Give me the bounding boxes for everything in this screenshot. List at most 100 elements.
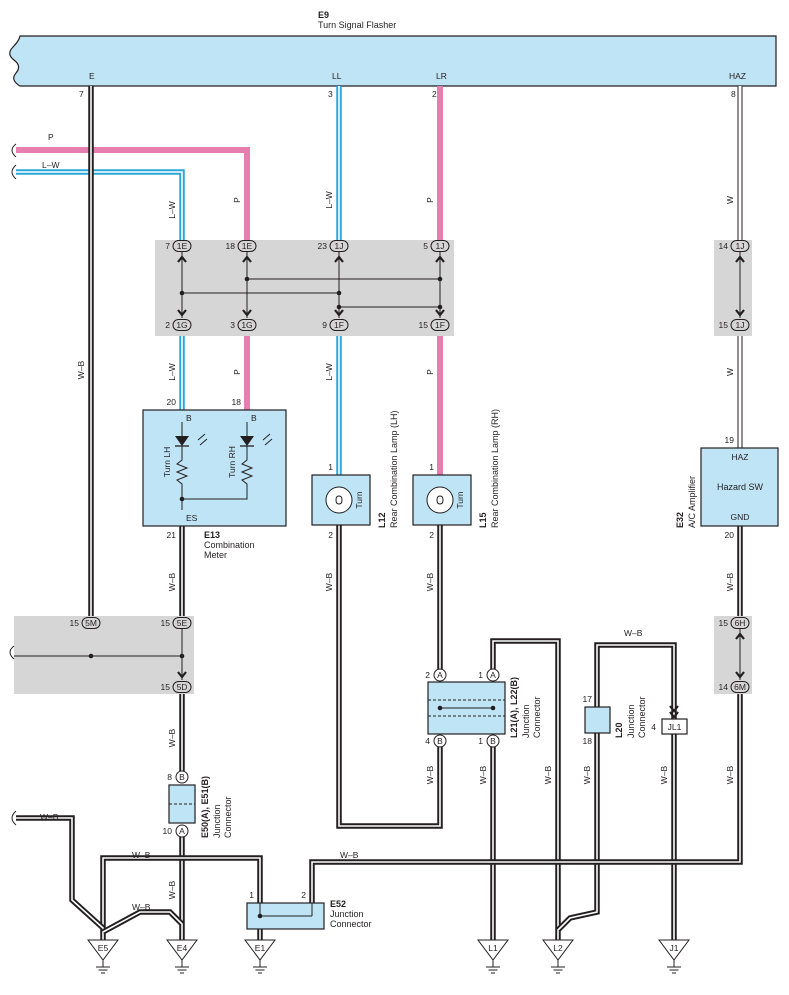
junction-block-3 — [714, 616, 752, 694]
rear-lamp-rh-id: L15 — [478, 512, 488, 528]
wire-wb-e52-to-e5 — [100, 855, 263, 940]
flasher-id: E9 — [318, 10, 329, 20]
wire-wb-lamp-lh-to-l21 — [336, 525, 443, 829]
wire-label-wb-8: W–B — [478, 765, 488, 784]
e50-pin-top: 8 — [167, 772, 172, 782]
wire-label-wb-11: W–B — [659, 765, 669, 784]
flasher-terminal-ll: LL — [332, 71, 342, 81]
wire-label-p-3: P — [232, 369, 242, 375]
wire-label-wb-18: W–B — [624, 628, 643, 638]
wire-label-wb-16: W–B — [132, 902, 151, 912]
turn-rh-led-icon — [240, 436, 254, 446]
jl1-pin: 4 — [651, 722, 656, 732]
rear-lamp-rh-label: Turn — [455, 491, 465, 508]
jb1-bottom-pin-3: 9 — [322, 320, 327, 330]
wire-label-wb-17: W–B — [340, 850, 359, 860]
wire-label-lw-4: L–W — [324, 363, 334, 380]
l21-name-2: Connector — [532, 696, 542, 738]
flasher-pin-ll: 3 — [328, 89, 333, 99]
l21-letter-bottom-2: B — [490, 736, 496, 746]
wire-lw-in — [16, 169, 185, 240]
jb3-pin-6m: 14 — [719, 682, 729, 692]
ground-e5: E5 — [98, 943, 109, 953]
wire-label-wb-15: W–B — [132, 850, 151, 860]
jb2-conn-5d: 5D — [177, 682, 188, 692]
l21-pin-bottom-2: 1 — [478, 736, 483, 746]
ac-amp-pin-top: 19 — [725, 435, 735, 445]
ac-amp-pin-bottom: 20 — [725, 530, 735, 540]
l20-id: L20 — [614, 722, 624, 738]
wire-label-wb-5: W–B — [725, 572, 735, 591]
rear-lamp-rh-pin-bottom: 2 — [429, 530, 434, 540]
rear-lamp-lh-pin-top: 1 — [328, 462, 333, 472]
wire-label-wb-7: W–B — [425, 765, 435, 784]
e50-pin-bottom: 10 — [163, 826, 173, 836]
jb1-bottom-pin-4: 15 — [419, 320, 429, 330]
ac-amp-id: E32 — [675, 512, 685, 528]
ground-l2: L2 — [553, 943, 563, 953]
e52-pin-right: 2 — [301, 890, 306, 900]
flasher-terminal-e: E — [89, 71, 95, 81]
meter-pin-right: 18 — [232, 397, 242, 407]
wire-label-wb-3: W–B — [324, 572, 334, 591]
combination-meter-body — [142, 409, 287, 527]
turn-signal-flasher-body — [9, 35, 777, 87]
e50-letter-top: B — [179, 772, 185, 782]
jbhaz-top-conn: 1J — [736, 241, 745, 251]
jb1-bottom-conn-1: 1G — [176, 320, 187, 330]
ac-amp-name: A/C Amplifier — [687, 476, 697, 528]
jbhaz-bottom-pin: 15 — [719, 320, 729, 330]
flasher-terminal-lr: LR — [436, 71, 447, 81]
jb2-conn-5m: 5M — [85, 618, 97, 628]
jb1-bottom-pin-1: 2 — [165, 320, 170, 330]
rear-lamp-lh-bulb-icon — [325, 486, 353, 514]
flasher-terminal-haz: HAZ — [729, 71, 746, 81]
l20-name-2: Connector — [637, 696, 647, 738]
l20-pin-bottom: 18 — [583, 736, 593, 746]
jbhaz-bottom-conn: 1J — [736, 320, 745, 330]
junction-connector-l20-body — [584, 706, 611, 734]
wire-wb-l21-to-l2 — [490, 638, 561, 940]
wire-wb-jl1-to-l20 — [594, 642, 677, 719]
jl1-label: JL1 — [668, 722, 682, 732]
wire-label-wb-14: W–B — [40, 812, 59, 822]
jb1-top-pin-1: 7 — [165, 241, 170, 251]
flasher-pin-e: 7 — [79, 89, 84, 99]
e50-name-1: Junction — [212, 804, 222, 838]
jb1-top-conn-4: 1J — [436, 241, 445, 251]
meter-name-2: Meter — [204, 550, 227, 560]
jb2-pin-5e: 15 — [161, 618, 171, 628]
wire-label-w-2: W — [725, 368, 735, 376]
jb1-top-pin-4: 5 — [423, 241, 428, 251]
junction-block-1 — [155, 240, 454, 336]
wire-wb-e5-to-e4 — [101, 909, 184, 935]
jb1-top-pin-3: 23 — [318, 241, 328, 251]
l20-name-1: Junction — [626, 704, 636, 738]
flasher-pin-haz: 8 — [731, 89, 736, 99]
rear-lamp-rh-bulb-icon — [426, 486, 454, 514]
wire-label-lw-3: L–W — [167, 363, 177, 380]
e50-letter-bottom: A — [179, 826, 185, 836]
wire-label-wb-12: W–B — [725, 765, 735, 784]
ground-e4: E4 — [177, 943, 188, 953]
meter-name-1: Combination — [204, 540, 255, 550]
meter-id: E13 — [204, 530, 220, 540]
rear-lamp-rh-pin-top: 1 — [429, 462, 434, 472]
wire-wb-l20-to-l2 — [556, 733, 600, 932]
e50-name-2: Connector — [223, 796, 233, 838]
meter-label-b1: B — [186, 413, 192, 423]
wire-label-wb-13: W–B — [167, 880, 177, 899]
rear-lamp-lh-label: Turn — [354, 491, 364, 508]
ac-amp-label-main: Hazard SW — [717, 482, 764, 492]
jb1-bottom-pin-2: 3 — [230, 320, 235, 330]
flasher-pin-lr: 2 — [432, 89, 437, 99]
wire-label-p-top: P — [48, 132, 54, 142]
meter-label-es: ES — [186, 513, 198, 523]
wire-label-wb-9: W–B — [543, 765, 553, 784]
jb2-pin-5d: 15 — [161, 682, 171, 692]
ac-amp-label-haz: HAZ — [732, 452, 749, 462]
jb1-bottom-conn-3: 1F — [334, 320, 344, 330]
meter-pin-bottom: 21 — [167, 530, 177, 540]
wires — [16, 86, 743, 940]
